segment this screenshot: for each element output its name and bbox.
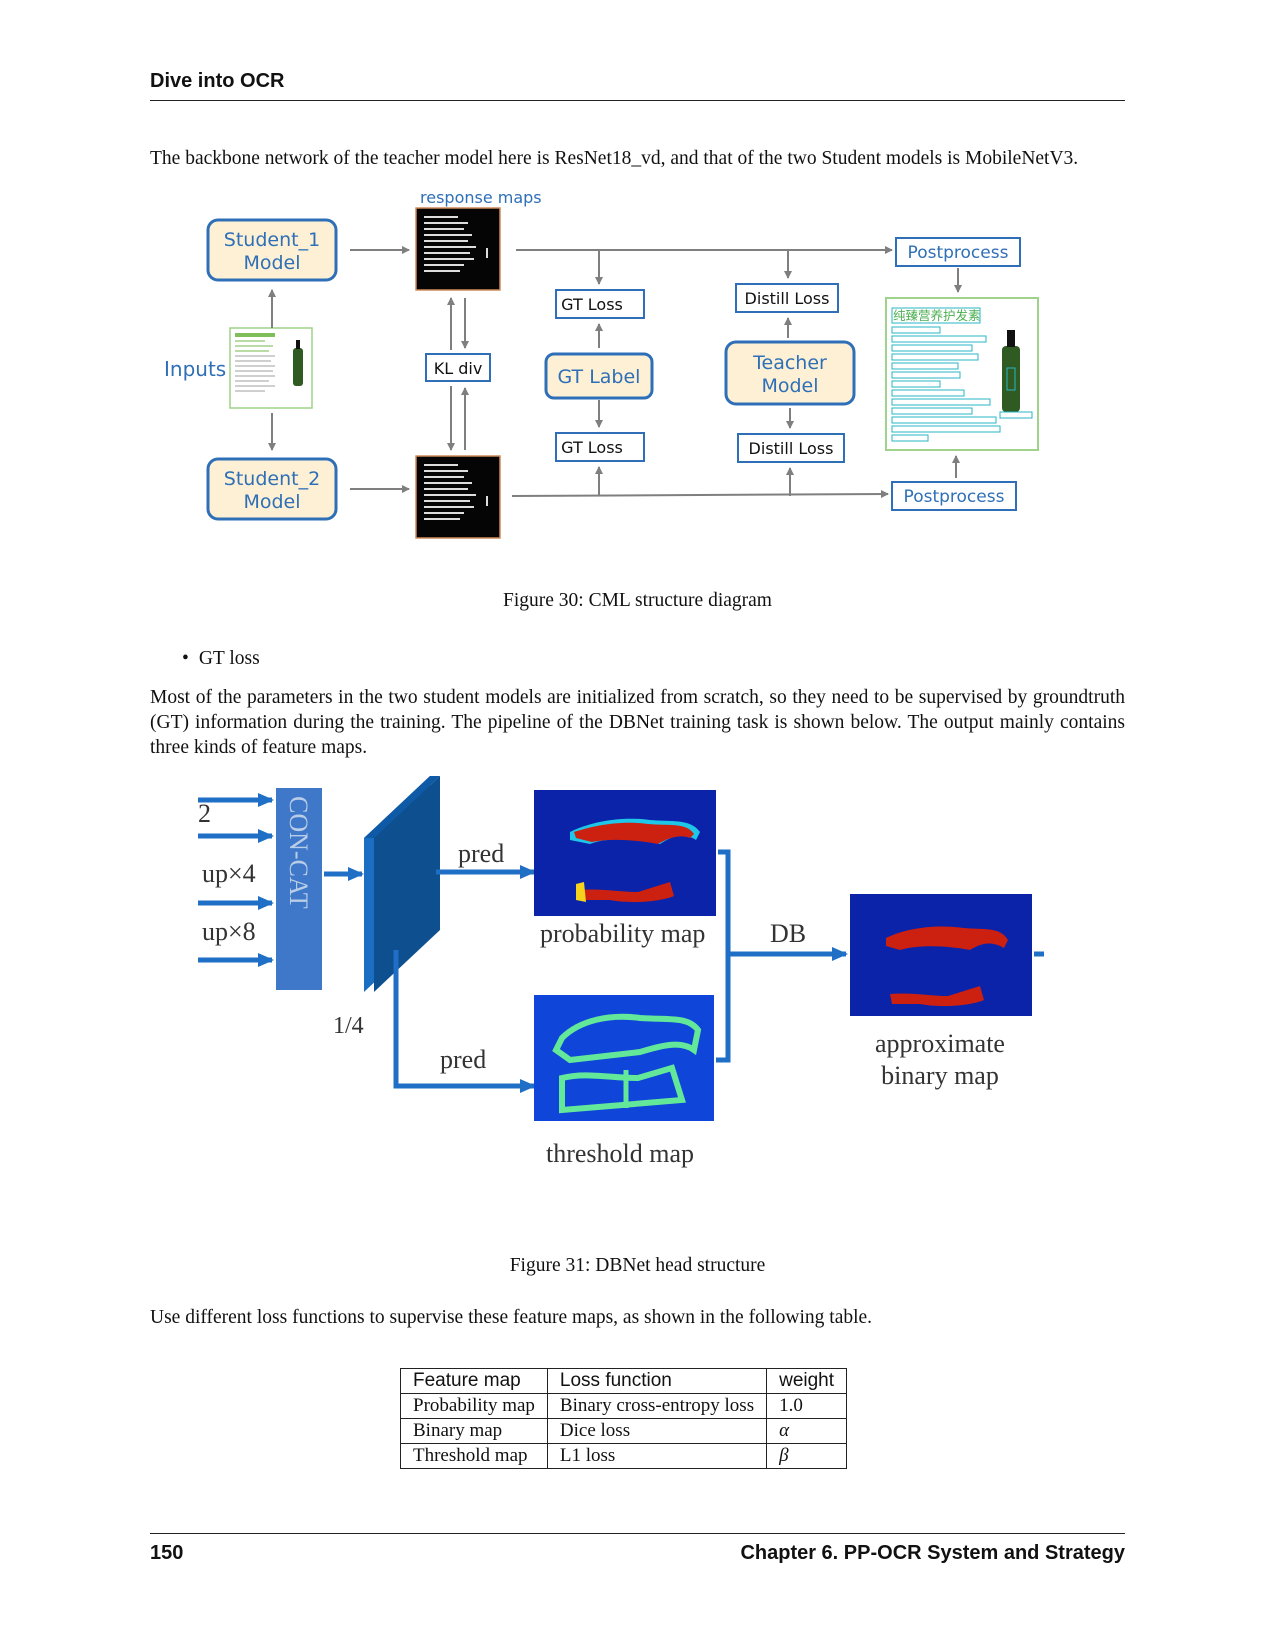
- table-cell: Binary map: [400, 1418, 548, 1444]
- input-label-2: 2: [198, 799, 211, 828]
- gt-paragraph: Most of the parameters in the two studen…: [150, 687, 1125, 758]
- postprocess-top-label: Postprocess: [908, 243, 1009, 263]
- dbnet-head-diagram: 2 up×4 up×8 CON-CAT 1/4 pred pred probab…: [198, 776, 1044, 1168]
- loss-table: Feature map Loss function weight Probabi…: [400, 1368, 848, 1469]
- table-header-row: Feature map Loss function weight: [400, 1368, 848, 1394]
- input-sample-image: [229, 327, 313, 409]
- approx-label-line1: approximate: [875, 1029, 1005, 1058]
- student1-box: [206, 218, 338, 282]
- student2-box: [206, 457, 338, 521]
- table-header-cell: Loss function: [546, 1368, 768, 1394]
- postprocess-bottom-label: Postprocess: [904, 487, 1005, 507]
- running-title: Dive into OCR: [150, 70, 285, 92]
- teacher-label-line2: Model: [761, 375, 818, 397]
- response-maps-label: response maps: [420, 188, 542, 207]
- figure30-caption: Figure 30: CML structure diagram: [503, 590, 772, 611]
- concat-block: [276, 788, 322, 990]
- kl-div-label: KL div: [434, 359, 483, 378]
- table-cell: Probability map: [400, 1393, 548, 1419]
- table-header-cell: weight: [766, 1368, 848, 1394]
- table-cell: Binary cross-entropy loss: [546, 1393, 768, 1419]
- bullet-text: GT loss: [198, 648, 260, 669]
- concat-label: CON-CAT: [284, 796, 313, 909]
- table-cell: L1 loss: [546, 1443, 768, 1469]
- page-header: Dive into OCR: [150, 68, 1125, 101]
- postprocess-bottom-box: [891, 481, 1017, 511]
- input-label-up4: up×4: [202, 859, 256, 888]
- probability-map-image: [534, 790, 716, 916]
- postprocess-top-box: [895, 237, 1021, 267]
- bullet-dot: •: [182, 648, 189, 669]
- distill-loss-bottom-label: Distill Loss: [749, 439, 834, 458]
- approximate-binary-map-image: [850, 894, 1032, 1016]
- gt-label-text: GT Label: [558, 366, 641, 388]
- gt-loss-bottom-box: [555, 432, 645, 462]
- student2-label-line2: Model: [243, 491, 300, 513]
- table-row: Probability map Binary cross-entropy los…: [400, 1393, 848, 1419]
- output-sample-title: 纯臻营养护发素: [893, 308, 981, 323]
- page-footer: 150 Chapter 6. PP-OCR System and Strateg…: [150, 1533, 1125, 1574]
- page-number: 150: [150, 1542, 184, 1564]
- teacher-box: [724, 340, 856, 406]
- teacher-label-line1: Teacher: [752, 352, 827, 374]
- figure31-caption: Figure 31: DBNet head structure: [509, 1255, 766, 1276]
- gt-loss-top-label: GT Loss: [561, 295, 623, 314]
- table-cell: β: [766, 1443, 848, 1469]
- response-map-2: [415, 455, 501, 539]
- approx-label-line2: binary map: [881, 1061, 999, 1090]
- distill-loss-top-label: Distill Loss: [745, 289, 830, 308]
- response-map-1: [415, 207, 501, 291]
- quarter-label: 1/4: [333, 1013, 364, 1039]
- gt-loss-top-box: [555, 289, 645, 319]
- distill-loss-bottom-box: [737, 433, 845, 463]
- student2-label-line1: Student_2: [224, 468, 320, 490]
- threshold-map-image: [534, 995, 714, 1121]
- intro-paragraph: The backbone network of the teacher mode…: [150, 148, 1079, 169]
- input-label-up8: up×8: [202, 917, 256, 946]
- gt-label-box: [544, 352, 654, 400]
- cml-structure-diagram: response maps Student_1 Model Student_2 …: [164, 188, 1039, 539]
- gt-loss-bottom-label: GT Loss: [561, 438, 623, 457]
- student1-label-line2: Model: [243, 252, 300, 274]
- threshold-map-label: threshold map: [546, 1139, 694, 1168]
- table-cell: 1.0: [766, 1393, 848, 1419]
- bullet-gt-loss: • GT loss: [182, 648, 260, 670]
- student1-label-line1: Student_1: [224, 229, 320, 251]
- table-row: Binary map Dice loss α: [400, 1418, 848, 1444]
- output-sample-image: 纯臻营养护发素: [885, 297, 1039, 451]
- probability-map-label: probability map: [540, 919, 705, 948]
- pred-label-top: pred: [458, 839, 504, 868]
- table-cell: Threshold map: [400, 1443, 548, 1469]
- kl-div-box: [425, 353, 491, 382]
- pred-label-bottom: pred: [440, 1045, 486, 1074]
- table-intro-paragraph: Use different loss functions to supervis…: [150, 1307, 873, 1328]
- inputs-label: Inputs: [164, 357, 226, 381]
- db-label: DB: [770, 919, 806, 948]
- distill-loss-top-box: [735, 283, 839, 313]
- table-cell: α: [766, 1418, 848, 1444]
- table-row: Threshold map L1 loss β: [400, 1443, 848, 1469]
- chapter-title: Chapter 6. PP-OCR System and Strategy: [740, 1542, 1125, 1564]
- table-cell: Dice loss: [546, 1418, 768, 1444]
- table-header-cell: Feature map: [400, 1368, 548, 1394]
